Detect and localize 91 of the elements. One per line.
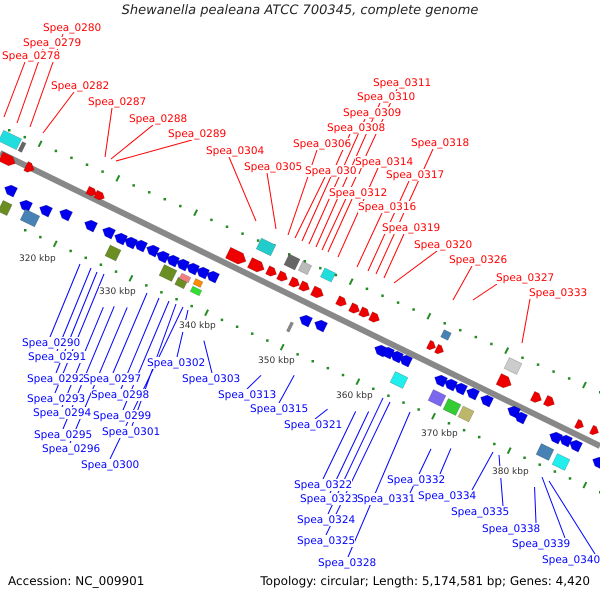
gene-label: Spea_0305 — [244, 161, 302, 173]
scale-tick-label: 320 kbp — [19, 253, 56, 265]
leader-line — [314, 408, 328, 420]
gene-label: Spea_0289 — [168, 128, 226, 140]
gene-label: Spea_0309 — [343, 107, 402, 119]
accession-text: Accession: NC_009901 — [8, 574, 144, 588]
gene-label: Spea_0306 — [293, 138, 352, 150]
leader-line — [278, 374, 295, 404]
gene-label: Spea_0278 — [2, 50, 60, 62]
gene-label: Spea_0280 — [43, 22, 102, 34]
gene-label: Spea_0335 — [451, 506, 510, 518]
gene-label: Spea_0319 — [382, 222, 440, 234]
leader-line — [534, 486, 536, 524]
leader-line — [110, 124, 154, 160]
gene-label: Spea_0340 — [542, 554, 600, 566]
gene-label: Spea_0308 — [327, 122, 386, 134]
gene-label: Spea_0332 — [387, 474, 446, 486]
leader-line — [328, 198, 352, 252]
gene-label: Spea_0325 — [297, 535, 356, 547]
gene-label: Spea_0291 — [28, 351, 86, 363]
gene-label: Spea_0321 — [284, 419, 342, 431]
gene-label: Spea_0294 — [33, 407, 92, 419]
leader-line — [104, 108, 112, 158]
gene-label: Spea_0323 — [300, 493, 358, 505]
leader-line — [322, 410, 356, 480]
gene-label: Spea_0333 — [529, 287, 588, 299]
leader-line — [472, 452, 494, 490]
gene-label: Spea_0295 — [34, 429, 92, 441]
gene-label: Spea_0328 — [318, 557, 376, 569]
leader-line — [120, 298, 160, 390]
gene-label: Spea_0302 — [147, 357, 206, 369]
leader-line — [294, 176, 326, 238]
gene-label: Spea_0339 — [512, 538, 570, 550]
gene-label: Spea_0297 — [83, 373, 142, 385]
leader-line — [203, 340, 212, 374]
gene-label: Spea_0287 — [88, 96, 146, 108]
leader-line — [288, 150, 318, 236]
gene-label: Spea_0296 — [42, 443, 100, 455]
gene-label: Spea_0312 — [329, 187, 388, 199]
gene-label: Spea_0310 — [357, 91, 416, 103]
gene-label: Spea_0315 — [250, 403, 308, 415]
gene-label: Spea_0288 — [129, 113, 188, 125]
gene-label: Spea_0314 — [355, 156, 414, 168]
gene-label: Spea_0322 — [294, 479, 352, 491]
gene-label: Spea_0320 — [414, 239, 472, 251]
scale-tick-label: 330 kbp — [99, 286, 136, 298]
gene-label: Spea_0316 — [358, 201, 416, 213]
leader-line — [440, 448, 452, 474]
genome-info-text: Topology: circular; Length: 5,174,581 bp; Genes: 4,420 — [260, 574, 590, 588]
leader-line — [384, 234, 404, 278]
leader-line — [548, 480, 596, 554]
gene-label: Spea_0279 — [23, 37, 82, 49]
gene-label: Spea_0326 — [449, 254, 508, 266]
gene-label: Spea_0301 — [102, 426, 160, 438]
leader-line — [50, 264, 80, 338]
gene-label: Spea_0282 — [51, 80, 110, 92]
gene-label: Spea_0331 — [357, 493, 416, 505]
leader-line — [542, 476, 566, 538]
gene-label: Spea_0290 — [22, 337, 80, 349]
leader-line — [266, 172, 276, 230]
leader-line — [4, 62, 26, 118]
leader-line — [394, 250, 438, 284]
gene-label: Spea_0327 — [496, 272, 554, 284]
leader-line — [452, 266, 472, 300]
gene-label: Spea_0304 — [206, 145, 264, 157]
leader-line — [348, 412, 410, 558]
leader-line — [112, 292, 148, 374]
gene-label: Spea_0313 — [218, 389, 276, 401]
gene-label: Spea_0299 — [93, 410, 152, 422]
leader-line — [356, 212, 382, 268]
gene-label: Spea_0293 — [27, 393, 86, 405]
leader-line — [116, 140, 192, 162]
gene-label: Spea_0300 — [81, 459, 140, 471]
scale-tick-label: 370 kbp — [421, 428, 458, 440]
leader-line — [522, 298, 530, 344]
scale-tick-label: 350 kbp — [258, 355, 295, 367]
leader-line — [228, 156, 256, 222]
gene-label: Spea_0334 — [418, 490, 476, 502]
gene-label: Spea_0311 — [373, 77, 432, 89]
gene-label: Spea_0318 — [411, 137, 470, 149]
gene-label: Spea_0324 — [297, 514, 356, 526]
scale-tick-label: 360 kbp — [336, 390, 373, 402]
leader-line — [246, 374, 262, 390]
leader-line — [42, 92, 74, 134]
scale-tick-label: 340 kbp — [179, 320, 216, 332]
gene-label: Spea_0298 — [91, 389, 150, 401]
gene-label: Spea_0338 — [482, 523, 540, 535]
gene-label: Spea_0303 — [182, 373, 240, 385]
scale-tick-label: 380 kbp — [492, 466, 529, 478]
leader-line — [472, 284, 498, 300]
gene-label: Spea_0317 — [386, 169, 444, 181]
